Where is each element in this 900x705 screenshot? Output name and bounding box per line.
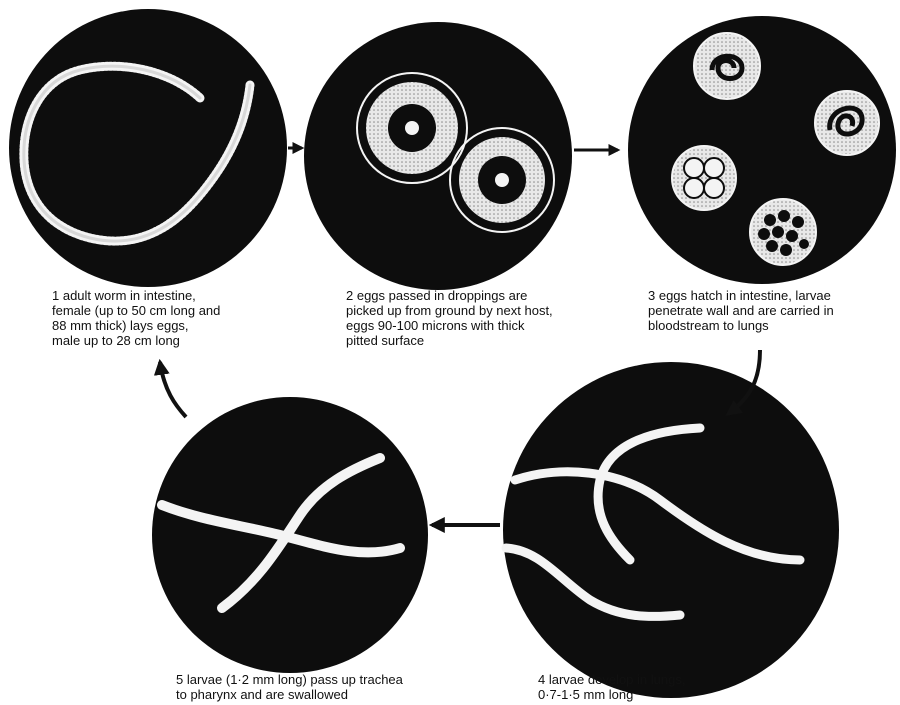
stage-1-disc — [9, 9, 287, 287]
caption-line: penetrate wall and are carried in — [648, 303, 834, 318]
stage-3-disc — [628, 16, 896, 284]
caption-line: male up to 28 cm long — [52, 333, 220, 348]
egg-morula — [750, 199, 816, 265]
caption-line: 2 eggs passed in droppings are — [346, 288, 553, 303]
caption-line: picked up from ground by next host, — [346, 303, 553, 318]
stage-5-disc — [152, 397, 428, 673]
stage-4-disc — [503, 362, 839, 698]
caption-line: 4 larvae develop in lungs, — [538, 672, 685, 687]
egg-2 — [450, 128, 554, 232]
stage-4-caption: 4 larvae develop in lungs, 0·7-1·5 mm lo… — [538, 672, 685, 702]
caption-line: eggs 90-100 microns with thick — [346, 318, 553, 333]
egg-coiled-larva-2 — [815, 91, 879, 155]
egg-coiled-larva-1 — [694, 33, 760, 99]
caption-line: 88 mm thick) lays eggs, — [52, 318, 220, 333]
stage-2-caption: 2 eggs passed in droppings are picked up… — [346, 288, 553, 348]
stage-2-disc — [304, 22, 572, 290]
caption-line: pitted surface — [346, 333, 553, 348]
caption-line: bloodstream to lungs — [648, 318, 834, 333]
caption-line: 0·7-1·5 mm long — [538, 687, 685, 702]
caption-line: 1 adult worm in intestine, — [52, 288, 220, 303]
caption-line: 3 eggs hatch in intestine, larvae — [648, 288, 834, 303]
caption-line: female (up to 50 cm long and — [52, 303, 220, 318]
egg-four-cell — [672, 146, 736, 210]
arrow-5-to-1 — [160, 362, 186, 417]
stage-3-caption: 3 eggs hatch in intestine, larvae penetr… — [648, 288, 834, 333]
stage-1-caption: 1 adult worm in intestine, female (up to… — [52, 288, 220, 348]
stage-5-caption: 5 larvae (1·2 mm long) pass up trachea t… — [176, 672, 403, 702]
caption-line: 5 larvae (1·2 mm long) pass up trachea — [176, 672, 403, 687]
caption-line: to pharynx and are swallowed — [176, 687, 403, 702]
egg-1 — [357, 73, 467, 183]
